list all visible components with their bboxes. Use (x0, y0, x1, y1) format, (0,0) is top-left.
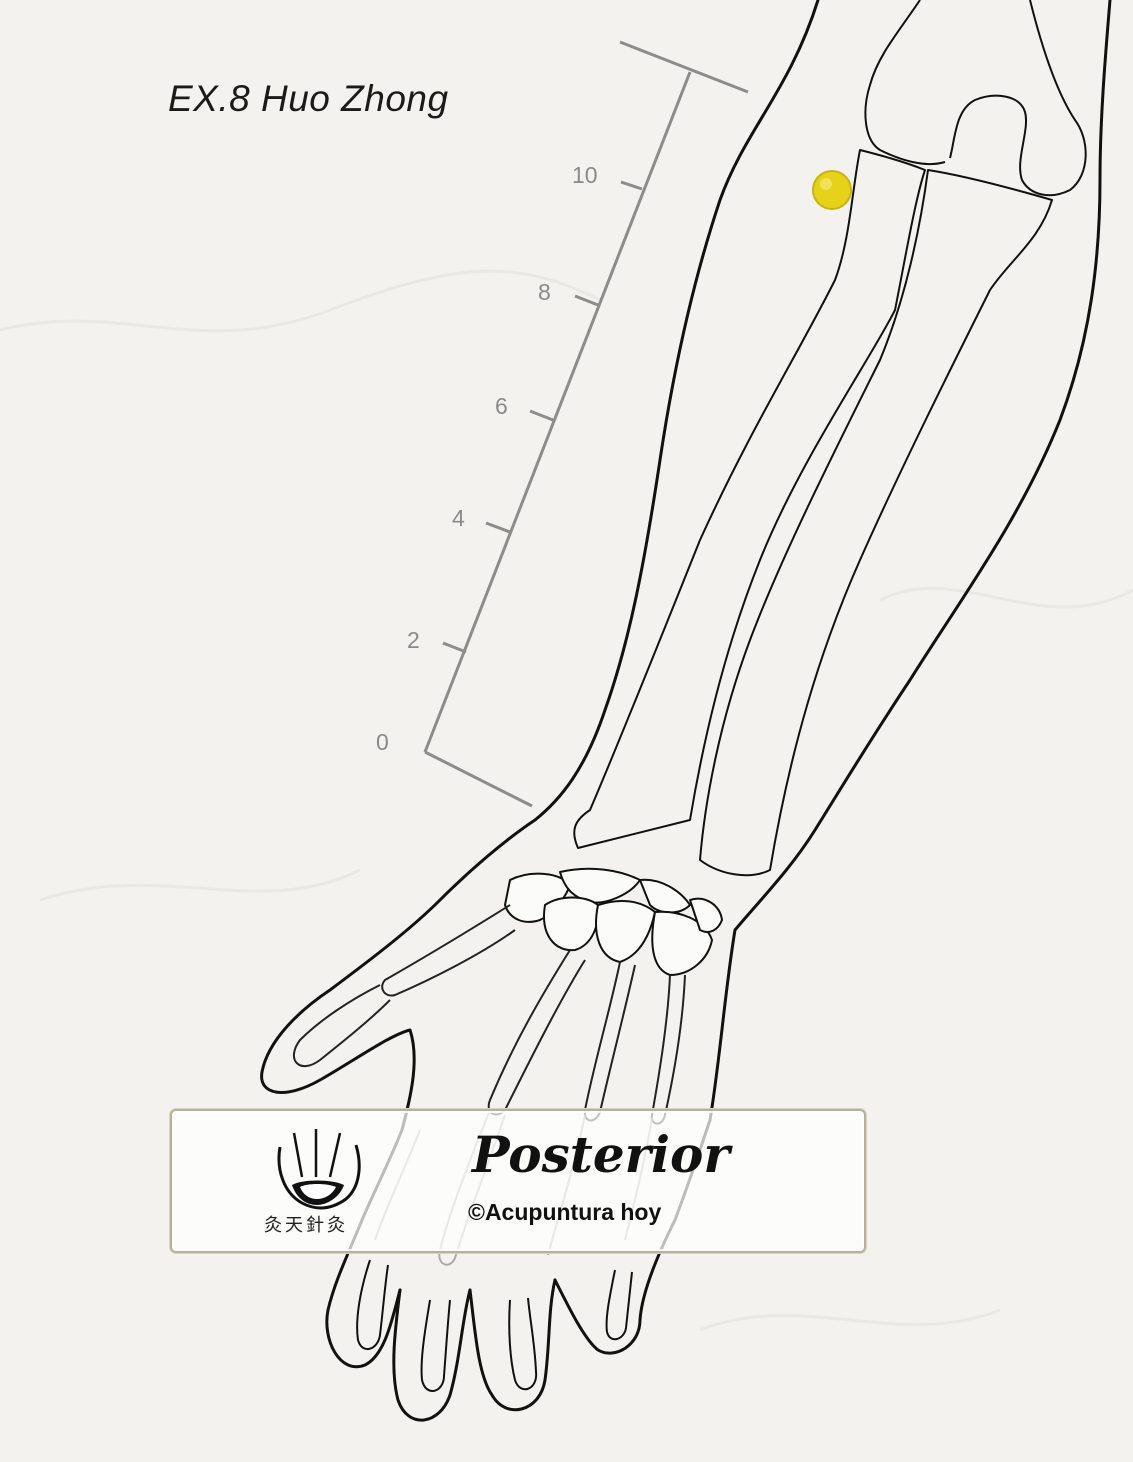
arm-outline (260, 0, 1112, 1422)
view-label-panel: 灸天針灸 Posterior ©Acupuntura hoy (170, 1109, 866, 1253)
ruler-label-6: 6 (495, 393, 508, 419)
paper-texture (0, 269, 1133, 1332)
fingertip-bones (356, 1259, 633, 1392)
acupuncture-logo-icon (277, 1129, 361, 1210)
ruler-label-0: 0 (376, 729, 389, 755)
acupoint-marker[interactable] (812, 170, 852, 210)
view-label: Posterior (472, 1125, 730, 1184)
radius-ulna (573, 149, 1053, 877)
carpal-bones (504, 867, 723, 976)
ruler-tick-4 (485, 521, 511, 534)
ruler-tick-8 (574, 294, 599, 307)
ruler-tick-6 (529, 409, 554, 422)
ruler-labels: 0 2 4 6 8 10 (376, 162, 598, 755)
ruler-spine (423, 71, 692, 753)
acupoint-dot (812, 170, 852, 210)
diagram-title: EX.8 Huo Zhong (168, 78, 449, 119)
ruler-top-cap (619, 40, 749, 94)
acupoint-highlight (820, 178, 832, 190)
humerus (864, 0, 1087, 197)
logo-caption: 灸天針灸 (264, 1215, 348, 1236)
ruler-label-8: 8 (538, 279, 551, 305)
ruler-bottom-cap (424, 750, 533, 808)
ruler-tick-2 (442, 641, 467, 654)
copyright-text: ©Acupuntura hoy (468, 1199, 662, 1225)
ruler-label-2: 2 (407, 627, 420, 653)
ruler-label-10: 10 (572, 162, 598, 188)
ruler-label-4: 4 (452, 505, 465, 531)
ruler-tick-10 (620, 180, 643, 191)
measurement-ruler (423, 40, 749, 808)
